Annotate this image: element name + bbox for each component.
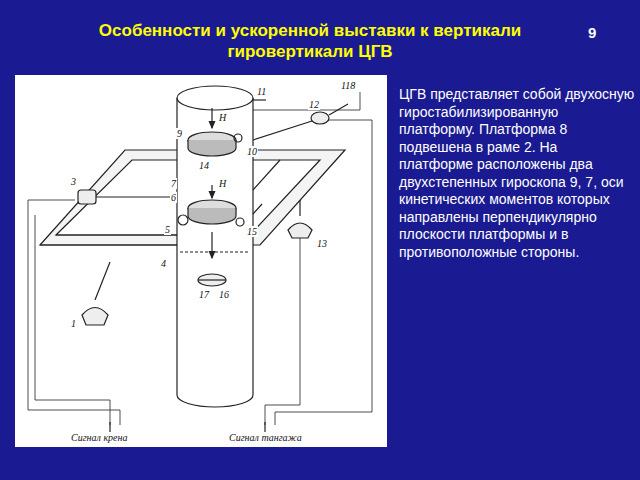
slide-title: Особенности и ускоренной выставки к верт… <box>60 20 560 62</box>
axis <box>299 200 300 216</box>
wire <box>253 92 360 110</box>
sensor-3 <box>78 190 96 204</box>
callout-number: 12 <box>308 99 320 110</box>
axis <box>329 104 348 115</box>
axis <box>96 196 177 197</box>
level-sensor-axis <box>198 279 226 280</box>
platform-housing <box>177 98 253 407</box>
callout-number: 16 <box>218 289 230 300</box>
callout-number: 14 <box>198 160 210 171</box>
callout-number: 13 <box>316 238 328 249</box>
callout-number: 3 <box>70 176 77 187</box>
sensor-10 <box>234 134 242 142</box>
sensor-1 <box>82 308 108 326</box>
drawing-panel <box>15 75 387 447</box>
momentum-label: H <box>218 178 227 189</box>
description-text: ЦГВ представляет собой двухосную гироста… <box>399 86 635 261</box>
callout-number: 6 <box>170 192 177 203</box>
callout-number: 1 <box>70 318 77 329</box>
axis <box>95 262 110 300</box>
gimbal-frame-front <box>40 160 280 245</box>
callout-number: 9 <box>176 128 183 139</box>
wire <box>35 215 110 425</box>
wire <box>28 200 120 425</box>
callout-number: 4 <box>160 258 167 269</box>
page-number: 9 <box>588 24 596 41</box>
motor-5 <box>178 215 188 225</box>
slip-ring-11 <box>253 99 266 100</box>
callout-number: 7 <box>170 178 177 189</box>
vertical-arrow <box>211 232 212 258</box>
gyro-9-rim <box>188 140 236 156</box>
axis <box>253 121 312 140</box>
signal-label: Сигнал тангажа <box>228 432 303 443</box>
supply-label: 118 <box>340 80 356 91</box>
wire <box>265 235 300 425</box>
callout-number: 10 <box>246 146 258 157</box>
gyro-7-rim <box>188 208 236 224</box>
wire <box>275 120 372 425</box>
sensor-15 <box>236 218 244 226</box>
momentum-arrow <box>211 185 212 198</box>
callout-number: 17 <box>198 289 210 300</box>
momentum-label: H <box>218 112 227 123</box>
callout-number: 11 <box>256 86 267 97</box>
callout-number: 15 <box>246 226 258 237</box>
housing-top <box>177 86 253 110</box>
callout-number: 5 <box>164 224 171 235</box>
motor-12 <box>311 112 329 124</box>
platform-8 <box>180 251 250 252</box>
sensor-13 <box>288 223 312 238</box>
signal-label: Сигнал крена <box>70 432 128 443</box>
level-sensor <box>198 274 226 286</box>
momentum-arrow <box>211 108 212 128</box>
